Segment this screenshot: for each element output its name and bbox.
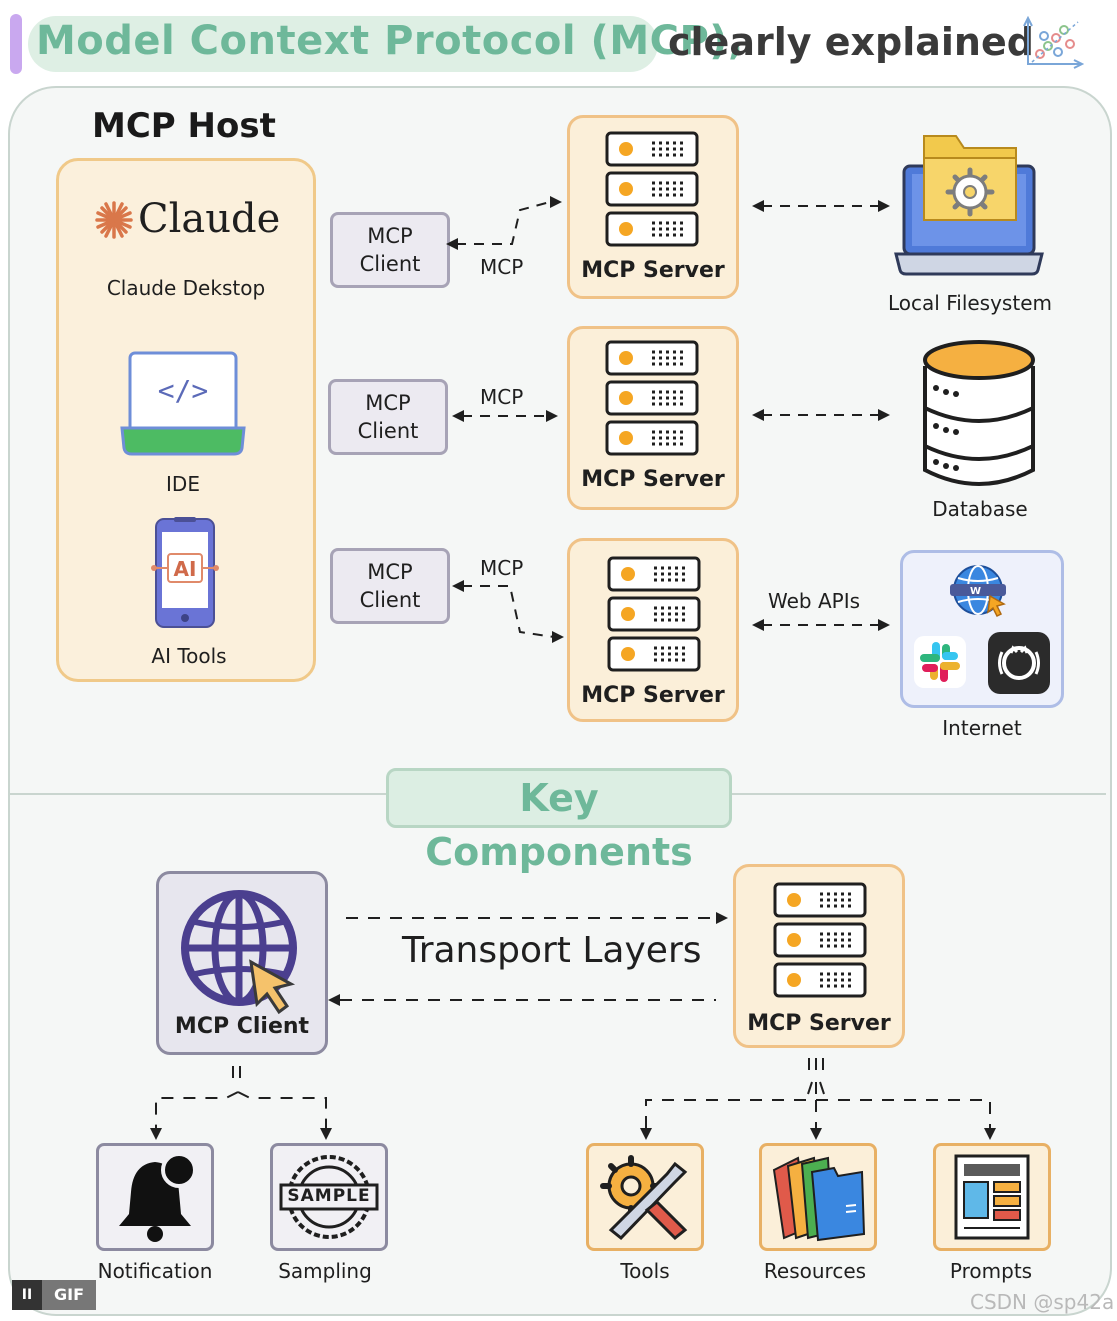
server-large-label: MCP Server [747, 1011, 891, 1036]
scatter-chart-icon [1023, 16, 1084, 69]
svg-text:W: W [970, 586, 981, 597]
tools-icon [600, 1155, 688, 1241]
title-highlight [28, 16, 658, 72]
mcp-server-box: MCP Server [567, 115, 739, 299]
server-feature-label: Prompts [949, 1259, 1033, 1283]
github-icon [988, 632, 1050, 694]
ai-badge: AI [173, 557, 197, 581]
bell-icon [119, 1152, 197, 1242]
mcp-server-box: MCP Server [567, 538, 739, 722]
client-line1: MCP [365, 391, 411, 415]
protocol-label: MCP [480, 556, 524, 580]
globe-web-icon: W [950, 565, 1006, 618]
web-apis-label: Web APIs [768, 589, 861, 613]
globe-cursor-icon [181, 890, 297, 1015]
mcp-client-large-box: MCP Client [156, 871, 328, 1055]
prompts-tile [933, 1143, 1051, 1251]
sampling-tile: SAMPLE [270, 1143, 388, 1251]
resource-label: Internet [942, 716, 1022, 740]
laptop-folder-icon [894, 135, 1044, 276]
server-feature-label: Resources [763, 1259, 867, 1283]
resource-label: Database [932, 497, 1028, 521]
phone-ai-icon [151, 517, 219, 628]
database-icon [923, 340, 1035, 486]
resource-label: Local Filesystem [888, 291, 1052, 315]
gif-badge: GIF [42, 1280, 97, 1310]
client-feature-label: Notification [97, 1259, 213, 1283]
sample-stamp-icon [279, 1155, 379, 1239]
claude-brand: Claude [138, 196, 281, 242]
key-components-heading: Key Components [386, 768, 732, 874]
slack-icon [914, 636, 966, 688]
folders-icon [772, 1156, 866, 1242]
server-rack-icon [605, 131, 699, 247]
watermark: CSDN @sp42a [970, 1290, 1115, 1314]
mcp-client-box: MCP Client [330, 212, 450, 288]
server-rack-icon [605, 340, 699, 456]
notification-tile [96, 1143, 214, 1251]
transport-layers-label: Transport Layers [402, 930, 702, 971]
prompt-template-icon [954, 1154, 1030, 1240]
protocol-label: MCP [480, 385, 524, 409]
server-rack-icon [773, 882, 867, 998]
tools-tile [586, 1143, 704, 1251]
host-item-label: AI Tools [151, 644, 227, 668]
page-subtitle: clearly explained [668, 20, 1034, 64]
client-line2: Client [359, 588, 421, 612]
host-item-label: Claude Dekstop [106, 276, 266, 300]
server-label: MCP Server [581, 683, 725, 708]
mcp-client-box: MCP Client [328, 379, 448, 455]
gif-player-controls: II GIF [12, 1280, 97, 1310]
laptop-code-icon: </> [120, 351, 246, 456]
page-title: Model Context Protocol (MCP), [36, 18, 744, 64]
client-line1: MCP [367, 224, 413, 248]
protocol-label: MCP [480, 255, 524, 279]
client-line2: Client [357, 419, 419, 443]
client-feature-label: Sampling [278, 1259, 372, 1283]
host-item-label: IDE [166, 472, 200, 496]
sample-stamp-text: SAMPLE [287, 1186, 371, 1206]
claude-logo-icon [95, 201, 133, 239]
mcp-client-box: MCP Client [330, 548, 450, 624]
resources-tile [759, 1143, 877, 1251]
server-feature-label: Tools [620, 1259, 670, 1283]
client-line2: Client [359, 252, 421, 276]
mcp-server-box: MCP Server [567, 326, 739, 510]
server-label: MCP Server [581, 258, 725, 283]
mcp-server-large-box: MCP Server [733, 864, 905, 1048]
server-rack-icon [607, 556, 701, 672]
host-title: MCP Host [92, 106, 276, 146]
title-accent-bar [10, 14, 22, 74]
pause-button[interactable]: II [12, 1280, 42, 1310]
server-label: MCP Server [581, 467, 725, 492]
client-large-label: MCP Client [174, 1014, 310, 1039]
svg-text:</>: </> [158, 374, 209, 407]
client-line1: MCP [367, 560, 413, 584]
